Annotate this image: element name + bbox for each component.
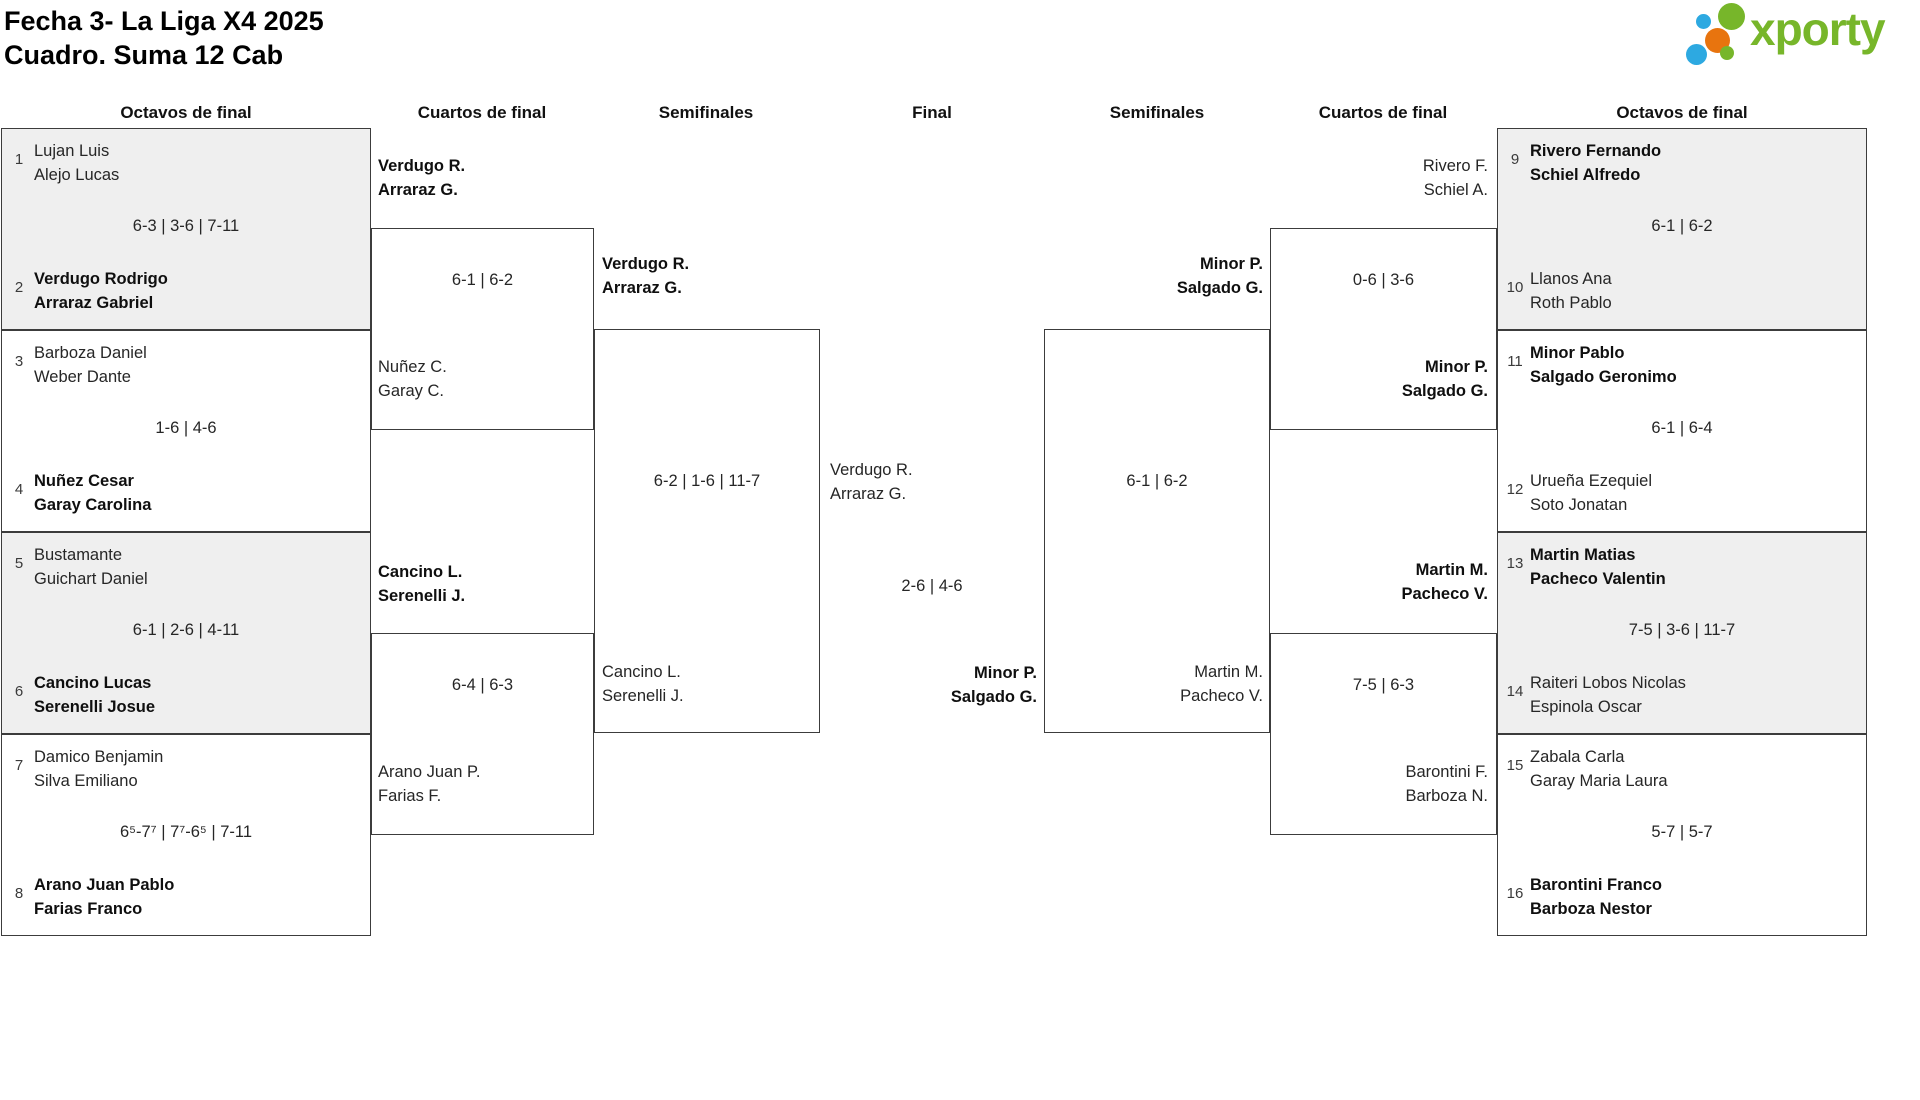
advancing-team-label: Minor P.Salgado G. [1176, 255, 1263, 297]
seed-number: 2 [14, 279, 24, 296]
logo-dot-green-small [1720, 46, 1734, 60]
match-box-cuartos-left-2 [371, 633, 594, 835]
round-header-octavos-left: Octavos de final [120, 103, 252, 122]
advancing-team-label: Martin M.Pacheco V. [1401, 561, 1488, 603]
round-header-semis-right: Semifinales [1109, 103, 1205, 122]
match-score: 6-2 | 1-6 | 11-7 [653, 472, 761, 490]
match-score: 6-1 | 6-4 [1651, 419, 1713, 437]
final-score: 2-6 | 4-6 [901, 577, 963, 595]
match-score: 6⁵-7⁷ | 7⁷-6⁵ | 7-11 [119, 823, 253, 841]
logo-dot-blue-medium [1686, 44, 1707, 65]
seed-number: 3 [14, 353, 24, 370]
seed-number: 12 [1506, 481, 1524, 498]
logo-dot-blue-small [1696, 14, 1711, 29]
match-score: 5-7 | 5-7 [1651, 823, 1713, 841]
round-header-cuartos-left: Cuartos de final [417, 103, 547, 122]
advancing-team-label: Minor P.Salgado G. [1401, 358, 1488, 400]
seed-number: 16 [1506, 885, 1524, 902]
seed-number: 11 [1507, 353, 1523, 370]
seed-number: 9 [1510, 151, 1520, 168]
champion-label: Minor P.Salgado G. [950, 664, 1037, 706]
xporty-logo: xporty [1686, 0, 1918, 66]
advancing-team-label: Verdugo R.Arraraz G. [602, 255, 690, 297]
match-box-semifinal-left [594, 329, 820, 733]
advancing-team-label: Rivero F.Schiel A. [1422, 157, 1488, 199]
round-header-octavos-right: Octavos de final [1616, 103, 1748, 122]
seed-number: 5 [14, 555, 24, 572]
round-header-final: Final [912, 103, 952, 122]
seed-number: 4 [14, 481, 24, 498]
advancing-team-label: Cancino L.Serenelli J. [378, 563, 466, 605]
advancing-team-label: Martin M.Pacheco V. [1180, 663, 1263, 705]
finalist-label: Verdugo R.Arraraz G. [830, 461, 913, 503]
match-box-cuartos-right-2 [1270, 633, 1497, 835]
seed-number: 13 [1506, 555, 1524, 572]
advancing-team-label: Verdugo R.Arraraz G. [378, 157, 466, 199]
seed-number: 10 [1506, 279, 1524, 296]
match-score: 6-1 | 6-2 [1126, 472, 1188, 490]
match-box-cuartos-right-1 [1270, 228, 1497, 430]
round-header-cuartos-right: Cuartos de final [1318, 103, 1448, 122]
advancing-team-label: Nuñez C.Garay C. [378, 358, 447, 400]
logo-dot-green-large [1718, 3, 1745, 30]
match-score: 6-1 | 6-2 [451, 271, 514, 289]
match-score: 7-5 | 3-6 | 11-7 [1628, 621, 1736, 639]
seed-number: 1 [14, 151, 24, 168]
match-score: 6-3 | 3-6 | 7-11 [132, 217, 240, 235]
advancing-team-label: Arano Juan P.Farias F. [378, 763, 481, 805]
tournament-title: Fecha 3- La Liga X4 2025 Cuadro. Suma 12… [4, 4, 324, 72]
advancing-team-label: Cancino L.Serenelli J. [602, 663, 684, 705]
match-box-cuartos-left-1 [371, 228, 594, 430]
match-score: 0-6 | 3-6 [1352, 271, 1415, 289]
match-score: 1-6 | 4-6 [155, 419, 217, 437]
seed-number: 7 [14, 757, 24, 774]
seed-number: 14 [1506, 683, 1524, 700]
round-header-semis-left: Semifinales [658, 103, 754, 122]
match-score: 6-1 | 2-6 | 4-11 [132, 621, 240, 639]
match-score: 7-5 | 6-3 [1352, 676, 1415, 694]
match-score: 6-4 | 6-3 [451, 676, 514, 694]
match-score: 6-1 | 6-2 [1651, 217, 1713, 235]
seed-number: 6 [14, 683, 24, 700]
seed-number: 8 [14, 885, 24, 902]
tournament-title-line2: Cuadro. Suma 12 Cab [4, 40, 284, 70]
advancing-team-label: Barontini F.Barboza N. [1405, 763, 1488, 805]
match-box-semifinal-right [1044, 329, 1270, 733]
seed-number: 15 [1506, 757, 1524, 774]
logo-text: xporty [1750, 3, 1886, 55]
tournament-title-line1: Fecha 3- La Liga X4 2025 [4, 6, 324, 36]
